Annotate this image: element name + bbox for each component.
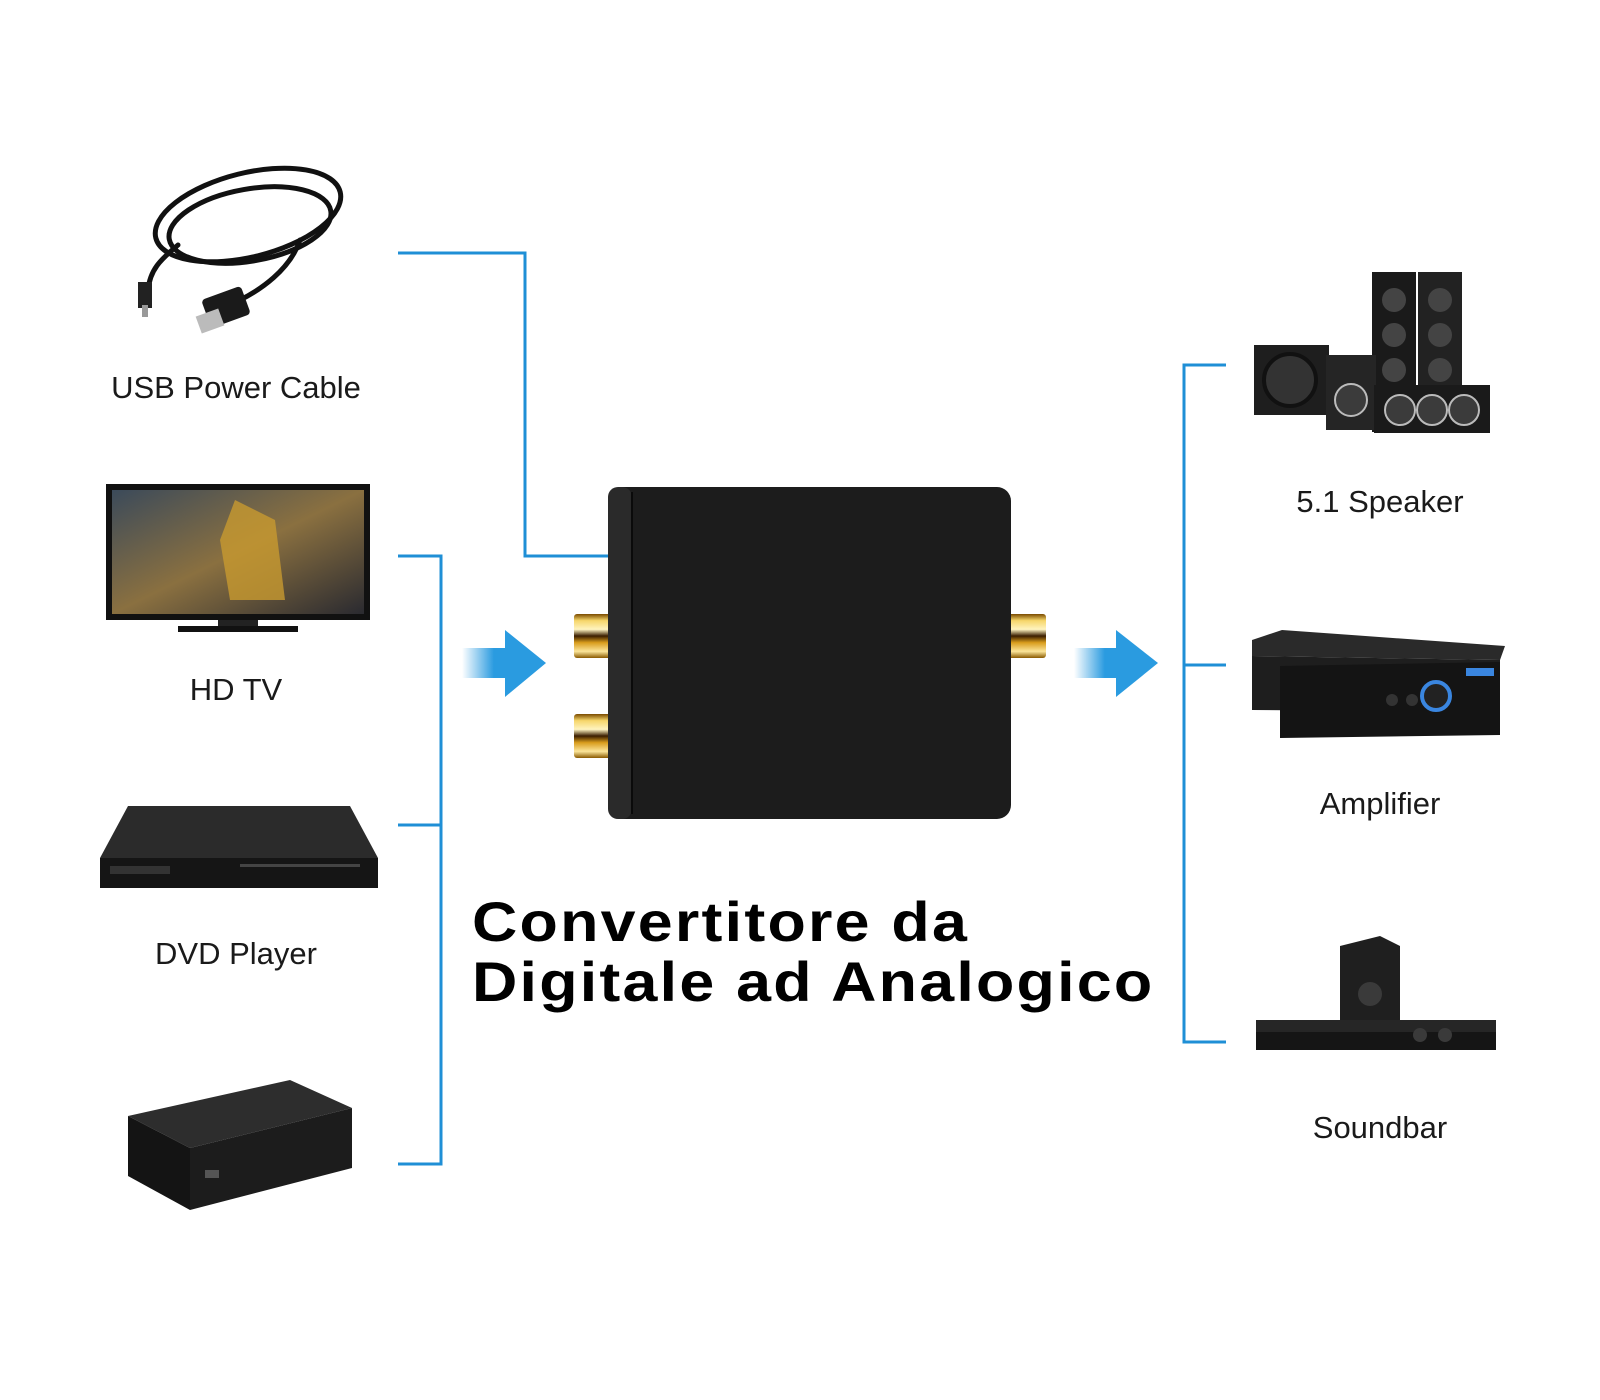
usb-connector-line: [398, 251, 612, 558]
title-line-1: Convertitore da: [472, 890, 970, 953]
output-label-amplifier: Amplifier: [1319, 786, 1441, 821]
output-arrow-icon: [1074, 630, 1158, 697]
speaker-system-icon: [1254, 272, 1490, 433]
input-label-hd-tv: HD TV: [189, 672, 283, 707]
coaxial-input-jack: [574, 614, 614, 658]
input-connector-lines: [398, 251, 612, 1166]
rca-output-jack: [1006, 614, 1046, 658]
dvd-player-icon: [100, 806, 378, 888]
input-bracket-line: [398, 554, 443, 1166]
output-bracket-line: [1182, 363, 1226, 1044]
amplifier-icon: [1252, 630, 1505, 738]
soundbar-icon: [1256, 936, 1496, 1050]
set-top-box-icon: [128, 1080, 352, 1210]
dac-converter-device: [574, 487, 1046, 819]
diagram-title: Convertitore da Digitale ad Analogico: [472, 892, 1154, 1012]
output-label-soundbar: Soundbar: [1312, 1110, 1448, 1145]
input-label-usb-power-cable: USB Power Cable: [111, 370, 361, 405]
output-label-5-1-speaker: 5.1 Speaker: [1296, 484, 1464, 519]
tv-icon: [106, 484, 370, 632]
input-label-dvd-player: DVD Player: [155, 936, 317, 971]
optical-input-jack: [574, 714, 614, 758]
usb-cable-icon: [138, 165, 344, 334]
input-arrow-icon: [462, 630, 546, 697]
output-connector-lines: [1182, 363, 1226, 1044]
title-line-2: Digitale ad Analogico: [472, 950, 1155, 1013]
